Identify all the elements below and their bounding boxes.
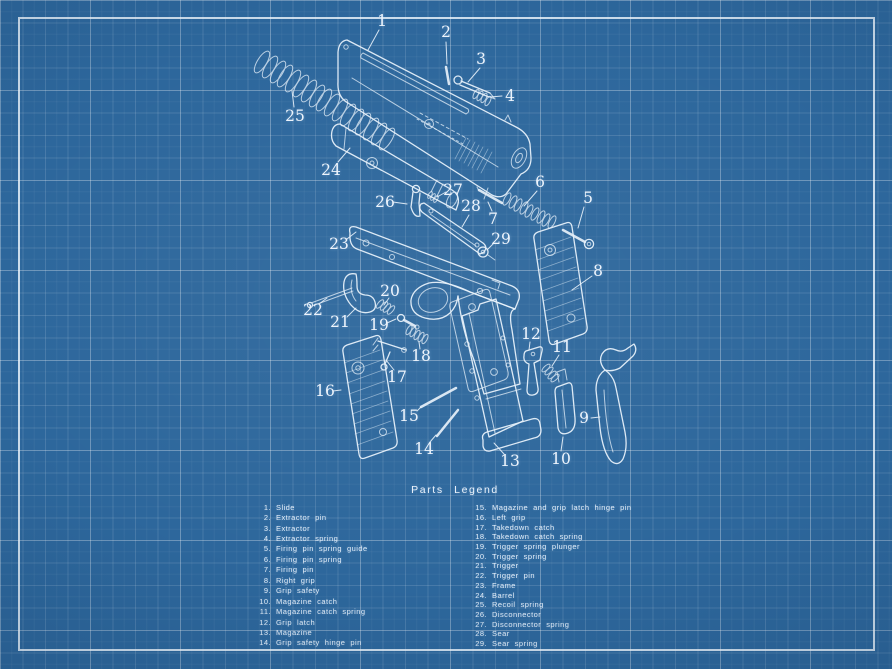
extractor-drawing [453, 75, 496, 100]
legend-item: 21.Trigger [475, 561, 519, 571]
legend-item: 10.Magazine catch [259, 596, 338, 606]
legend-item: 8.Right grip [263, 575, 316, 585]
callout-4: 4 [505, 87, 515, 105]
callout-29: 29 [491, 230, 511, 248]
callout-10: 10 [551, 450, 571, 468]
legend-item: 29.Sear spring [475, 638, 538, 648]
takedown-catch-spring-drawing [404, 323, 430, 346]
grip-safety-drawing [595, 343, 637, 465]
callout-28: 28 [461, 197, 481, 215]
callout-23: 23 [329, 235, 349, 253]
slide-drawing [337, 39, 532, 198]
takedown-catch-drawing [372, 337, 407, 371]
legend-item: 11.Magazine catch spring [259, 607, 366, 617]
grip-latch-drawing [523, 346, 543, 396]
callout-13: 13 [500, 452, 520, 470]
disconnector-drawing [410, 184, 421, 217]
legend-item: 4.Extractor spring [263, 534, 339, 544]
legend-item: 7.Firing pin [263, 565, 314, 575]
firing-pin-spring-guide-drawing [561, 228, 595, 250]
callout-12: 12 [521, 325, 541, 343]
callout-20: 20 [380, 282, 400, 300]
barrel-drawing [330, 123, 460, 211]
firing-pin-spring-drawing [500, 191, 559, 230]
callout-3: 3 [476, 50, 486, 68]
right-grip-drawing [533, 221, 588, 346]
trigger-pin-drawing [306, 287, 354, 309]
callout-15: 15 [399, 407, 419, 425]
legend-item: 2.Extractor pin [263, 513, 327, 523]
magazine-drawing [461, 298, 542, 452]
legend-item: 14.Grip safety hinge pin [259, 638, 362, 648]
legend-item: 27.Disconnector spring [475, 619, 570, 629]
sear-spring-drawing [477, 246, 496, 261]
callout-5: 5 [583, 189, 593, 207]
callout-2: 2 [441, 23, 451, 41]
callout-21: 21 [330, 313, 350, 331]
legend-item: 3.Extractor [263, 523, 311, 533]
blueprint-border-frame [18, 17, 875, 651]
left-grip-drawing [342, 334, 398, 460]
legend-item: 26.Disconnector [475, 609, 542, 619]
extractor-pin-drawing [444, 65, 451, 86]
callout-9: 9 [579, 409, 589, 427]
callout-26: 26 [375, 193, 395, 211]
trigger-spring-plunger-drawing [396, 313, 420, 330]
legend-item: 13.Magazine [259, 627, 313, 637]
callout-8: 8 [593, 262, 603, 280]
callout-27: 27 [443, 181, 463, 199]
legend-item: 18.Takedown catch spring [475, 532, 583, 542]
callout-6: 6 [535, 173, 545, 191]
magazine-catch-drawing [554, 368, 576, 435]
callout-1: 1 [377, 12, 387, 30]
callout-18: 18 [411, 347, 431, 365]
callout-16: 16 [315, 382, 335, 400]
legend-item: 5.Firing pin spring guide [263, 544, 368, 554]
legend-item: 9.Grip safety [263, 586, 320, 596]
legend-item: 23.Frame [475, 580, 516, 590]
legend-item: 17.Takedown catch [475, 522, 555, 532]
callout-25: 25 [285, 107, 305, 125]
legend-item: 16.Left grip [475, 513, 526, 523]
callout-11: 11 [552, 338, 572, 356]
callout-7: 7 [488, 210, 498, 228]
callout-leader-lines [291, 29, 601, 455]
legend-left-column: 1.Slide 2.Extractor pin 3.Extractor 4.Ex… [252, 502, 467, 648]
legend-item: 20.Trigger spring [475, 551, 547, 561]
trigger-spring-drawing [374, 298, 397, 316]
sear-drawing [419, 202, 487, 255]
legend-title: Parts Legend [411, 484, 499, 496]
legend-right-column: 15.Magazine and grip latch hinge pin 16.… [468, 503, 683, 648]
legend-item: 6.Firing pin spring [263, 554, 343, 564]
legend-item: 22.Trigger pin [475, 571, 536, 581]
legend-item: 28.Sear [475, 629, 510, 639]
callout-24: 24 [321, 161, 341, 179]
legend-item: 19.Trigger spring plunger [475, 542, 580, 552]
legend-item: 25.Recoil spring [475, 600, 544, 610]
firing-pin-drawing [476, 186, 504, 205]
legend-item: 15.Magazine and grip latch hinge pin [475, 503, 632, 513]
callout-22: 22 [303, 301, 323, 319]
legend-item: 12.Grip latch [259, 617, 316, 627]
legend-item: 24.Barrel [475, 590, 515, 600]
hinge-pin-drawings [419, 386, 460, 438]
callout-14: 14 [414, 440, 434, 458]
recoil-spring-drawing [250, 48, 399, 153]
callout-19: 19 [369, 316, 389, 334]
callout-17: 17 [387, 368, 407, 386]
frame-drawing [348, 225, 522, 400]
legend-item: 1.Slide [263, 502, 295, 512]
